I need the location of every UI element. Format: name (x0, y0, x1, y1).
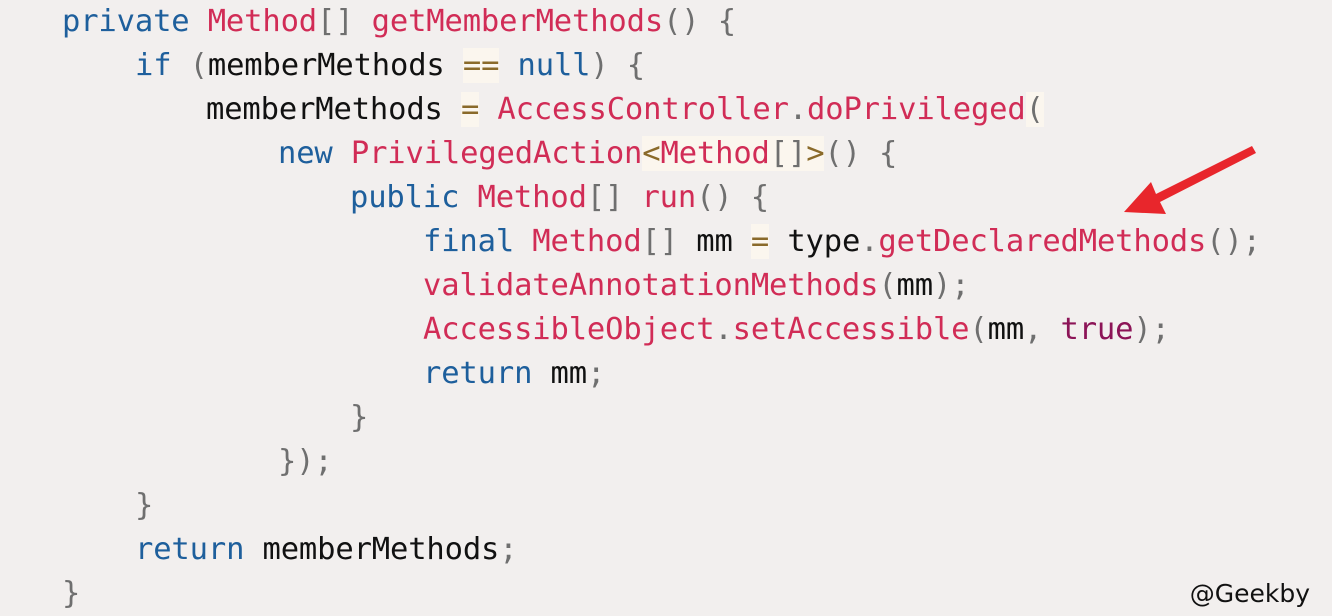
type-name: Method (207, 4, 317, 39)
punctuation: ); (932, 268, 970, 303)
method-name: validateAnnotationMethods (423, 268, 879, 303)
method-name: getDeclaredMethods (878, 224, 1207, 259)
brackets: [] (317, 4, 354, 39)
watermark: @Geekby (1189, 579, 1310, 608)
keyword: null (517, 48, 591, 83)
brackets: [] (769, 136, 807, 171)
brackets: [] (586, 180, 624, 215)
identifier: memberMethods (262, 532, 500, 567)
keyword: new (278, 136, 333, 171)
keyword: return (423, 356, 533, 391)
type-name: Method (532, 224, 642, 259)
brackets: [] (641, 224, 679, 259)
brace: } (62, 576, 81, 611)
type-name: AccessibleObject (423, 312, 715, 347)
code-line-8: AccessibleObject.setAccessible(mm, true)… (423, 308, 1170, 352)
code-line-2: if (memberMethods == null) { (135, 44, 645, 88)
punctuation: ; (499, 532, 518, 567)
method-name: run (641, 180, 697, 215)
method-name: setAccessible (732, 312, 970, 347)
identifier: mm (896, 268, 934, 303)
keyword: private (62, 4, 190, 39)
keyword: public (350, 180, 460, 215)
code-line-7: validateAnnotationMethods(mm); (423, 264, 970, 308)
type-name: AccessController (497, 92, 789, 127)
punctuation: , (1024, 312, 1043, 347)
code-line-6: final Method[] mm = type.getDeclaredMeth… (423, 220, 1261, 264)
code-line-5: public Method[] run() { (350, 176, 769, 220)
punctuation: . (788, 92, 808, 127)
method-name: getMemberMethods (371, 4, 664, 39)
code-line-1: private Method[] getMemberMethods() { (62, 0, 736, 44)
code-line-13: return memberMethods; (135, 528, 518, 572)
type-name: Method (477, 180, 587, 215)
boolean-literal: true (1060, 312, 1134, 347)
operator: = (460, 92, 480, 127)
identifier: mm (696, 224, 733, 259)
operator: > (806, 136, 825, 171)
operator: = (750, 224, 770, 259)
identifier: type (787, 224, 861, 259)
punctuation: ) { (590, 48, 646, 83)
type-name: Method (660, 136, 770, 171)
keyword: if (135, 48, 172, 83)
punctuation: () { (663, 4, 736, 39)
punctuation: . (860, 224, 879, 259)
punctuation: ( (1025, 92, 1044, 127)
operator: < (642, 136, 661, 171)
code-line-4: new PrivilegedAction<Method[]>() { (278, 132, 897, 176)
identifier: memberMethods (207, 48, 445, 83)
punctuation: () { (824, 136, 898, 171)
punctuation: . (714, 312, 733, 347)
code-line-12: } (135, 484, 153, 528)
type-name: PrivilegedAction (350, 136, 643, 171)
method-name: doPrivileged (807, 92, 1026, 127)
brace: } (350, 400, 369, 435)
punctuation: ; (586, 356, 606, 391)
code-line-3: memberMethods = AccessController.doPrivi… (206, 88, 1044, 132)
identifier: mm (550, 356, 588, 391)
keyword: final (423, 224, 515, 259)
code-line-14: } (62, 572, 80, 616)
punctuation: ( (969, 312, 988, 347)
operator: == (462, 48, 500, 83)
code-line-11: }); (278, 440, 333, 484)
brace: } (135, 488, 154, 523)
punctuation: }); (278, 444, 333, 479)
punctuation: () { (696, 180, 769, 215)
punctuation: ( (878, 268, 897, 303)
code-line-9: return mm; (423, 352, 605, 396)
punctuation: ( (189, 48, 208, 83)
code-line-10: } (350, 396, 368, 440)
keyword: return (135, 532, 245, 567)
punctuation: ); (1133, 312, 1170, 347)
identifier: memberMethods (206, 92, 443, 127)
identifier: mm (987, 312, 1025, 347)
punctuation: (); (1206, 224, 1261, 259)
